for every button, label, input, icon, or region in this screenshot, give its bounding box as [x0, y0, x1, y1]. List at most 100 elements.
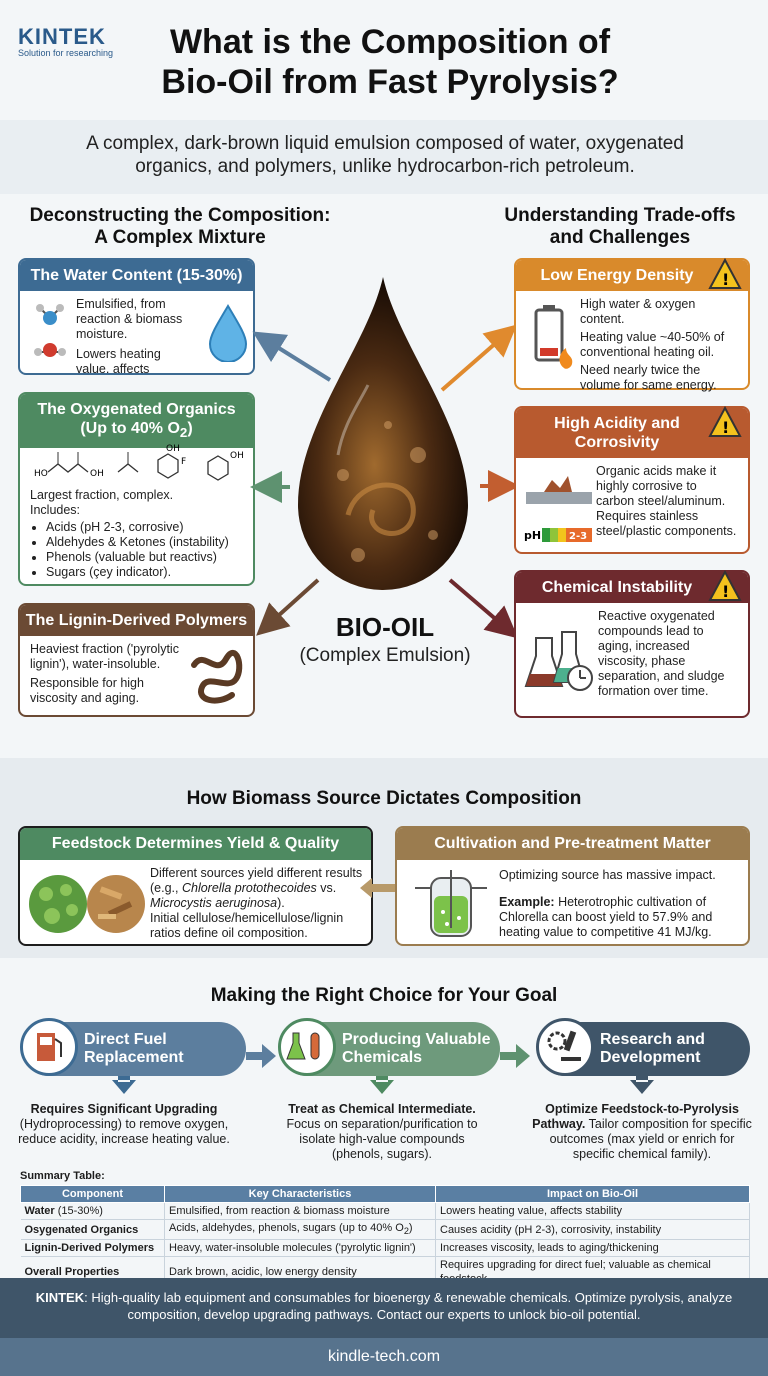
- table-header: Impact on Bio-Oil: [435, 1185, 750, 1203]
- table-cell: Lignin-Derived Polymers: [20, 1239, 165, 1258]
- energy-text-1: High water & oxygen content.: [580, 297, 696, 326]
- polymer-chain-icon: [191, 649, 243, 704]
- bioreactor-icon: [415, 870, 487, 937]
- low-energy-card: Low Energy Density ! High water & oxygen…: [514, 258, 750, 392]
- table-cell: Emulsified, from reaction & biomass mois…: [164, 1202, 436, 1220]
- goal-chem-bold: Treat as Chemical Intermediate.: [288, 1102, 476, 1116]
- bio-oil-title: BIO-OIL: [335, 612, 435, 642]
- list-item: Acids (pH 2-3, corrosive): [46, 520, 243, 535]
- source-heading: How Biomass Source Dictates Composition: [186, 788, 582, 809]
- water-drop-icon: [208, 304, 248, 362]
- goal-rd-bold: Optimize Feedstock-to-Pyrolysis Pathway.: [532, 1102, 739, 1131]
- instability-card: Chemical Instability ! Reactive oxygenat…: [514, 570, 750, 718]
- svg-text:!: !: [722, 582, 729, 601]
- cell-bold: Osygenated Organics: [24, 1223, 139, 1236]
- logo-tagline: Solution for researching: [18, 48, 114, 58]
- mol-f: F: [181, 457, 186, 467]
- left-heading-line-1: Deconstructing the Composition:: [29, 205, 331, 226]
- water-card-title: The Water Content (15-30%): [20, 260, 253, 291]
- bio-oil-drop-icon: [298, 277, 468, 590]
- fuel-pump-icon: [20, 1018, 78, 1076]
- acid-text: Organic acids make it highly corrosive t…: [596, 464, 737, 538]
- table-cell: Causes acidity (pH 2-3), corrosivity, in…: [435, 1219, 750, 1241]
- right-heading-line-1: Understanding Trade-offs: [504, 205, 736, 226]
- cultivation-card: Cultivation and Pre-treatment Matter Opt…: [395, 826, 750, 946]
- cult-example-text: Heterotrophic cultivation of Chlorella c…: [499, 895, 713, 939]
- summary-table: Component Key Characteristics Impact on …: [20, 1185, 750, 1289]
- footer-brand: KINTEK: [35, 1290, 85, 1305]
- energy-text-3: Need nearly twice the volume for same en…: [580, 363, 717, 392]
- goal-fuel-rest: (Hydroprocessing) to remove oxygen, redu…: [18, 1117, 230, 1146]
- table-cell: Water (15-30%): [20, 1202, 165, 1220]
- svg-text:!: !: [722, 270, 729, 289]
- oxy-title-line-1: The Oxygenated Organics: [37, 401, 236, 418]
- cult-p1: Optimizing source has massive impact.: [499, 868, 716, 882]
- feed-species-2: Microcystis aeruginosa: [150, 896, 278, 910]
- left-column-heading: Deconstructing the Composition: A Comple…: [20, 205, 340, 249]
- acidity-card: High Acidity and Corrosivity ! Organic a…: [514, 406, 750, 554]
- feedstock-card-title: Feedstock Determines Yield & Quality: [20, 828, 371, 860]
- table-cell: Heavy, water-insoluble molecules ('pyrol…: [164, 1239, 436, 1258]
- table-header-row: Component Key Characteristics Impact on …: [20, 1185, 750, 1203]
- goal-rd-desc: Optimize Feedstock-to-Pyrolysis Pathway.…: [532, 1102, 752, 1162]
- lignin-text-1: Heaviest fraction ('pyrolytic lignin'), …: [30, 642, 179, 671]
- logo: KINTEK Solution for researching: [18, 24, 113, 58]
- lignin-text-2: Responsible for high viscosity and aging…: [30, 676, 144, 705]
- low-battery-icon: [534, 305, 573, 369]
- table-cell: Increases viscosity, leads to aging/thic…: [435, 1239, 750, 1258]
- feed-t1: Different sources yield different result…: [150, 866, 363, 895]
- feed-species-1: Chlorella protothecoides: [181, 881, 317, 895]
- oxygenated-organics-card: The Oxygenated Organics (Up to 40% O2) H…: [18, 392, 255, 586]
- corrosion-ph-icon: pH 2-3: [524, 476, 592, 542]
- mol-oh-1: OH: [90, 469, 104, 479]
- goal-fuel-title-2: Replacement: [84, 1049, 184, 1066]
- table-cell: Osygenated Organics: [20, 1219, 165, 1241]
- subtitle-line-2: organics, and polymers, unlike hydrocarb…: [135, 156, 635, 177]
- oxy-list: Acids (pH 2-3, corrosive) Aldehydes & Ke…: [30, 520, 243, 580]
- table-caption: Summary Table:: [20, 1170, 105, 1182]
- title-line-2: Bio-Oil from Fast Pyrolysis?: [161, 63, 619, 101]
- feed-t2: vs.: [316, 881, 337, 895]
- instability-text: Reactive oxygenated compounds lead to ag…: [598, 609, 725, 698]
- instability-card-title: Chemical Instability: [516, 572, 748, 603]
- ph-value: 2-3: [569, 531, 587, 542]
- goal-chem-rest: Focus on separation/purification to isol…: [286, 1117, 478, 1161]
- cell-end: ): [408, 1222, 413, 1234]
- goal-chemicals: Producing Valuable Chemicals: [278, 1018, 500, 1076]
- molecule-structures-icon: HO OH OH F OH: [34, 444, 244, 481]
- cultivation-text: Optimizing source has massive impact. Ex…: [499, 868, 740, 940]
- goal-research: Research and Development: [536, 1018, 750, 1076]
- algae-wood-icon: [29, 875, 145, 933]
- list-item: Aldehydes & Ketones (instability): [46, 535, 243, 550]
- footer-url[interactable]: kindle-tech.com: [0, 1338, 768, 1376]
- flask-clock-icon: [524, 631, 593, 691]
- goal-rd-title-2: Development: [600, 1049, 701, 1066]
- goal-fuel: Direct Fuel Replacement: [20, 1018, 246, 1076]
- cell-bold: Lignin-Derived Polymers: [24, 1242, 155, 1255]
- cultivation-card-title: Cultivation and Pre-treatment Matter: [397, 828, 748, 860]
- water-molecule-icon: [34, 304, 66, 357]
- list-item: Phenols (valuable but reactivs): [46, 550, 243, 565]
- microscope-gear-icon: [536, 1018, 594, 1076]
- subtitle-band: [0, 120, 768, 194]
- right-column-heading: Understanding Trade-offs and Challenges: [480, 205, 760, 249]
- right-heading-line-2: and Challenges: [549, 227, 691, 248]
- logo-brand: KINTEK: [18, 24, 106, 49]
- left-heading-line-2: A Complex Mixture: [94, 227, 266, 248]
- title-line-1: What is the Composition of: [169, 23, 611, 61]
- table-row: Lignin-Derived Polymers Heavy, water-ins…: [20, 1239, 750, 1258]
- mol-oh-2: OH: [166, 444, 180, 454]
- ph-label: pH: [524, 529, 541, 542]
- oxy-title-line-2: (Up to 40% O2): [24, 419, 249, 442]
- goal-arrows: [112, 1044, 654, 1094]
- lignin-polymers-card: The Lignin-Derived Polymers Heaviest fra…: [18, 603, 255, 717]
- table-row: Osygenated Organics Acids, aldehydes, ph…: [20, 1219, 750, 1241]
- subtitle: A complex, dark-brown liquid emulsion co…: [40, 132, 730, 178]
- svg-text:!: !: [722, 418, 729, 437]
- bio-oil-subtitle: (Complex Emulsion): [299, 645, 471, 666]
- footer-text: : High-quality lab equipment and consuma…: [84, 1290, 733, 1322]
- feedstock-text: Different sources yield different result…: [150, 866, 363, 941]
- cult-example-label: Example:: [499, 895, 555, 909]
- mol-oh-3: OH: [230, 451, 244, 461]
- table-row: Water (15-30%) Emulsified, from reaction…: [20, 1202, 750, 1220]
